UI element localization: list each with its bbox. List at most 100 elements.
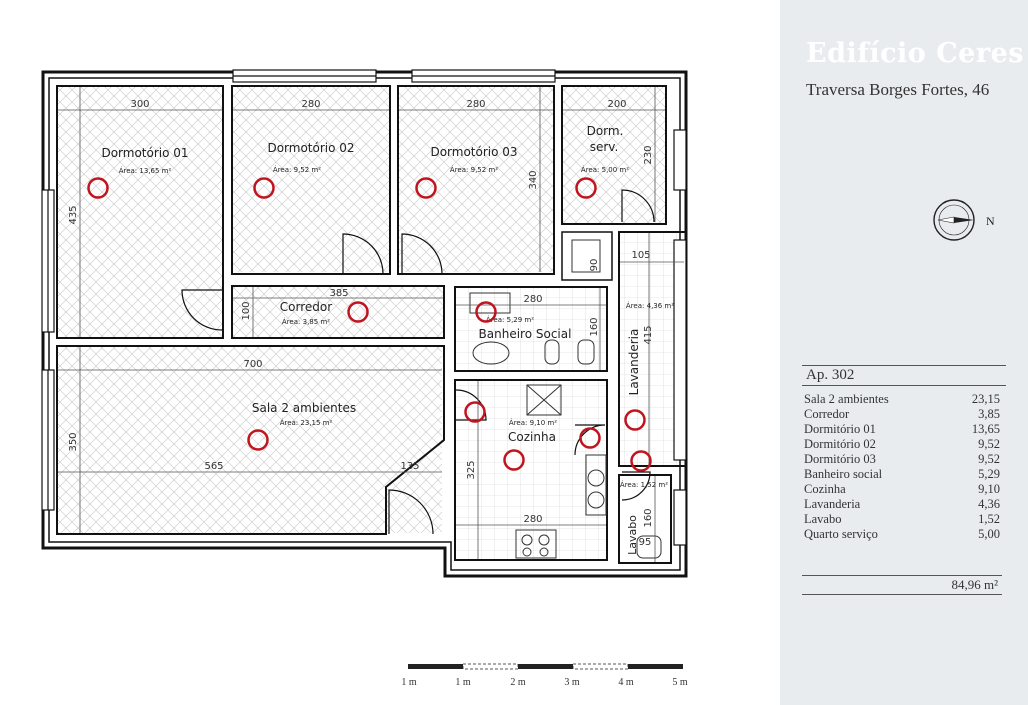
marker-cozinha [503,449,525,471]
area-room: Dormitório 03 [804,452,876,466]
fixtures [469,239,662,559]
area-row: Dormitório 02 9,52 [802,437,1002,452]
area-value: 23,15 [971,392,1000,406]
area-value: 9,10 [978,482,1000,496]
dim-280-dorm3: 280 [466,99,485,110]
scale-label-4: 4 m [618,677,634,688]
dim-350: 350 [68,432,79,451]
scale-label-1: 1 m [455,677,471,688]
dim-100: 100 [241,301,252,320]
sala-name: Sala 2 ambientes [252,401,356,415]
dim-325: 325 [466,460,477,479]
cozinha-area: Área: 9,10 m² [509,418,557,427]
area-room: Lavabo [804,512,842,526]
marker-lavabo-door [630,450,652,472]
dorm3-name: Dormotório 03 [430,145,517,159]
marker-dorm3 [415,177,437,199]
total-area-value: 84,96 m² [951,577,998,592]
marker-dorm2 [253,177,275,199]
marker-kitchen-door [464,401,486,423]
dim-340: 340 [528,170,539,189]
corredor-area: Área: 3,85 m² [282,317,330,326]
marker-lavanderia [624,409,646,431]
dim-415: 415 [643,325,654,344]
compass-north-label: N [986,214,995,228]
area-value: 9,52 [978,452,1000,466]
area-room: Dormitório 02 [804,437,876,451]
area-room: Quarto serviço [804,527,878,541]
scale-bar: 1 m 1 m 2 m 3 m 4 m 5 m [401,663,688,688]
dim-95: 95 [639,537,652,548]
dim-280-dorm2: 280 [301,99,320,110]
dim-700: 700 [243,359,262,370]
marker-kitchen-side [579,427,601,449]
markers [87,177,652,472]
serv-name-1: Dorm. [587,124,624,138]
dimension-labels: 300 280 280 200 435 340 230 105 90 385 1… [68,99,654,548]
area-value: 9,52 [978,437,1000,451]
serv-area: Área: 5,00 m² [581,165,629,174]
dorm1-name: Dormotório 01 [101,146,188,160]
dim-200: 200 [607,99,626,110]
dim-230: 230 [643,145,654,164]
dorm1-area: Área: 13,65 m² [119,166,172,175]
area-room: Cozinha [804,482,846,496]
area-row: Dormitório 01 13,65 [802,422,1002,437]
info-panel: Edifício Ceres Traversa Borges Fortes, 4… [780,0,1028,705]
building-address: Traversa Borges Fortes, 46 [806,80,990,99]
compass-icon: N [933,199,995,241]
dorm2-name: Dormotório 02 [267,141,354,155]
area-row: Quarto serviço 5,00 [802,527,1002,542]
area-value: 4,36 [978,497,1000,511]
lavanderia-area: Área: 4,36 m² [626,301,674,310]
scale-label-5: 5 m [672,677,688,688]
windows [41,69,687,546]
area-room: Sala 2 ambientes [804,392,889,406]
lavabo-area: Área: 1,52 m² [620,480,668,489]
floor-plan: Dormotório 01 Área: 13,65 m² Dormotório … [41,69,688,688]
scale-label-3: 3 m [564,677,580,688]
dim-300: 300 [130,99,149,110]
area-room: Banheiro social [804,467,883,481]
dim-135: 135 [400,461,419,472]
dim-105: 105 [631,250,650,261]
dim-565: 565 [204,461,223,472]
walls [41,70,688,578]
marker-dorm1 [87,177,109,199]
area-row: Dormitório 03 9,52 [802,452,1002,467]
banheiro-area: Área: 5,29 m² [486,315,534,324]
serv-name-2: serv. [590,140,619,154]
marker-serv [575,177,597,199]
area-row: Sala 2 ambientes 23,15 [802,392,1002,407]
corredor-name: Corredor [280,300,332,314]
total-area: 84,96 m² [802,575,1002,595]
banheiro-name: Banheiro Social [479,327,572,341]
marker-sala [247,429,269,451]
lavanderia-name: Lavanderia [627,329,641,396]
area-row: Banheiro social 5,29 [802,467,1002,482]
dim-435: 435 [68,205,79,224]
lavabo-name: Lavabo [626,515,639,555]
dim-385: 385 [329,288,348,299]
area-value: 5,00 [978,527,1000,541]
dim-280-bath: 280 [523,294,542,305]
dim-160-bath: 160 [589,317,600,336]
dimension-lines [58,87,684,562]
sala-area: Área: 23,15 m² [280,418,333,427]
doors [181,189,655,535]
area-value: 5,29 [978,467,1000,481]
room-labels: Dormotório 01 Área: 13,65 m² Dormotório … [101,124,674,555]
marker-corredor [347,301,369,323]
building-name: Edifício Ceres [806,38,1024,69]
dorm3-area: Área: 9,52 m² [450,165,498,174]
area-value: 3,85 [978,407,1000,421]
dorm2-area: Área: 9,52 m² [273,165,321,174]
scale-label-2: 2 m [510,677,526,688]
area-value: 13,65 [971,422,1000,436]
cozinha-name: Cozinha [508,430,556,444]
area-row: Cozinha 9,10 [802,482,1002,497]
area-room: Dormitório 01 [804,422,876,436]
